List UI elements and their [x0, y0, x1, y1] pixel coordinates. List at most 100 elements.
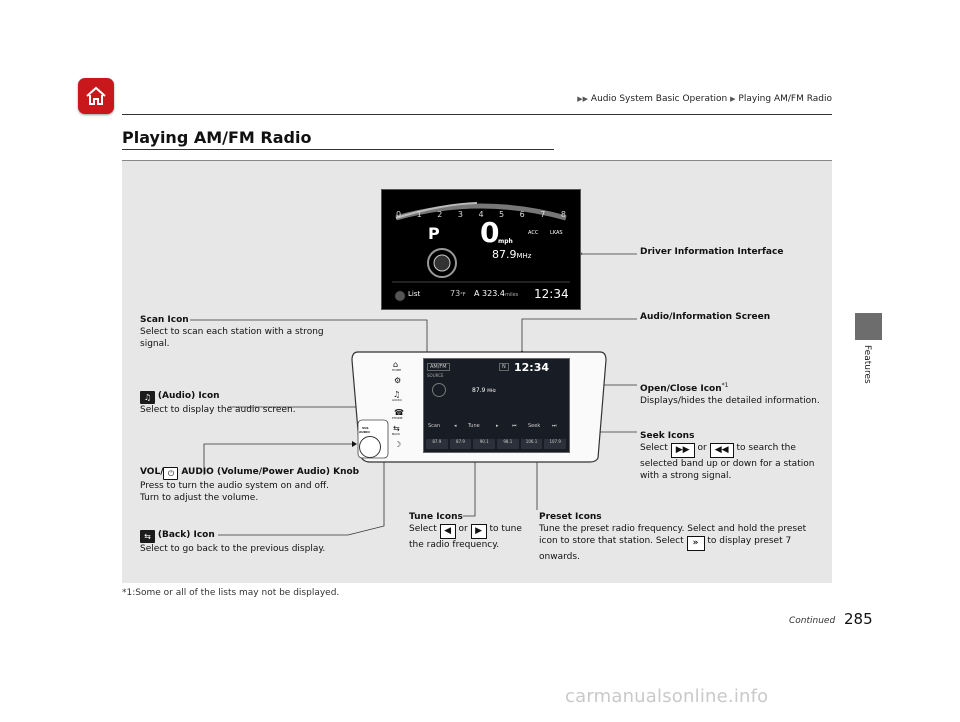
page-number: 285: [844, 610, 873, 628]
frequency-unit: MHz: [516, 252, 532, 260]
tune-label: Tune: [468, 423, 480, 429]
callout-text: Select: [409, 524, 437, 534]
callout-text: to search the selected band up or down f…: [640, 443, 815, 481]
tick-label: 3: [457, 210, 463, 219]
seek-up-icon: ▶▶: [670, 443, 695, 458]
trip-label: A: [474, 289, 480, 298]
radio-frequency: 87.9MHz: [492, 248, 531, 261]
radio-icon: [432, 383, 446, 397]
callout-title: (Audio) Icon: [157, 391, 220, 401]
callout-title: Preset Icons: [539, 512, 602, 522]
audio-label: AUDIO: [392, 398, 402, 402]
back-icon: ⇆: [140, 530, 155, 543]
lkas-indicator: LKAS: [550, 230, 563, 236]
footnote: *1:Some or all of the lists may not be d…: [122, 588, 340, 598]
preset-button[interactable]: 90.1: [473, 439, 496, 449]
seek-label: Seek: [528, 423, 541, 429]
tune-down-button[interactable]: ◂: [454, 423, 457, 429]
preset-button[interactable]: 107.9: [544, 439, 567, 449]
acc-indicator: ACC: [528, 230, 539, 236]
odometer-unit: miles: [504, 292, 519, 298]
seek-icons-callout: Seek Icons Select ▶▶ or ◀◀ to search the…: [640, 430, 825, 482]
open-close-icon-callout: Open/Close Icon*1 Displays/hides the det…: [640, 380, 820, 407]
breadcrumb-item[interactable]: Audio System Basic Operation: [590, 94, 728, 104]
callout-text: Select to go back to the previous displa…: [140, 544, 326, 554]
scan-button[interactable]: Scan: [428, 423, 441, 429]
continued-label: Continued: [789, 616, 836, 626]
tune-down-icon: ◀: [439, 524, 456, 539]
tachometer-scale: 0 1 2 3 4 5 6 7 8: [396, 210, 566, 219]
home-label: HOME: [392, 368, 402, 372]
callout-title: (Back) Icon: [157, 530, 215, 540]
callout-title: Scan Icon: [140, 315, 189, 325]
callout-text: to display preset 7 onwards.: [539, 536, 792, 562]
tune-icons-callout: Tune Icons Select ◀ or ▶ to tune the rad…: [409, 511, 534, 551]
callout-title: Driver Information Interface: [640, 247, 784, 257]
power-icon: ⏻: [163, 467, 179, 480]
home-icon[interactable]: ⌂: [393, 360, 399, 369]
callout-text: Tune the preset radio frequency. Select …: [539, 524, 807, 546]
audio-icon: ♫: [140, 391, 155, 404]
side-tab[interactable]: [855, 313, 882, 340]
frequency-unit: MHz: [487, 388, 496, 393]
preset-button[interactable]: 87.9: [449, 439, 472, 449]
scan-icon-callout: Scan Icon Select to scan each station wi…: [140, 314, 340, 350]
tick-label: 6: [519, 210, 525, 219]
n-indicator: N: [499, 363, 509, 371]
seek-down-icon: ◀◀: [709, 443, 734, 458]
callout-text: or: [458, 524, 468, 534]
preset-button[interactable]: 98.1: [497, 439, 519, 449]
tick-label: 4: [478, 210, 484, 219]
footnote-ref: *1: [721, 382, 729, 389]
day-night-icon[interactable]: ☽: [394, 440, 402, 449]
temp-unit: °F: [460, 292, 466, 298]
list-label: List: [408, 290, 421, 298]
volume-knob-callout: VOL/⏻ AUDIO (Volume/Power Audio) Knob Pr…: [140, 466, 360, 504]
odometer: A 323.4miles: [474, 289, 518, 298]
home-button[interactable]: [78, 78, 114, 114]
vol-audio-label: AUDIO: [359, 430, 370, 434]
preset-button[interactable]: 106.1: [520, 439, 543, 449]
preset-button[interactable]: 87.9: [426, 439, 448, 449]
seek-down-button[interactable]: ⏮: [512, 423, 517, 429]
audio-icon[interactable]: ♫: [393, 390, 401, 399]
next-presets-icon: »: [686, 536, 705, 551]
callout-text: Turn to adjust the volume.: [140, 493, 259, 503]
screen-frequency: 87.9 MHz: [472, 387, 496, 394]
divider: [122, 149, 554, 150]
breadcrumb-arrow-icon: ▶: [730, 95, 736, 103]
tune-up-button[interactable]: ▸: [496, 423, 499, 429]
back-icon[interactable]: ⇆: [393, 424, 400, 433]
seek-up-button[interactable]: ⏭: [552, 423, 557, 429]
callout-title: Tune Icons: [409, 512, 463, 522]
callout-text: or: [697, 443, 707, 453]
control-bar: Scan ◂ Tune ▸ ⏮ Seek ⏭: [426, 421, 566, 431]
cluster-clock: 12:34: [534, 287, 569, 301]
callout-text: Select: [640, 443, 668, 453]
tick-label: 1: [416, 210, 422, 219]
band-button[interactable]: AM/FM: [427, 363, 450, 371]
volume-knob[interactable]: [359, 436, 381, 458]
phone-label: PHONE: [392, 416, 403, 420]
source-button[interactable]: SOURCE: [427, 373, 444, 378]
tick-label: 7: [540, 210, 546, 219]
audio-information-screen: AM/FM N 12:34 SOURCE 87.9 MHz Scan ◂ Tun…: [423, 358, 570, 453]
tick-label: 5: [499, 210, 505, 219]
side-tab-label: Features: [862, 345, 872, 384]
tick-label: 0: [396, 210, 402, 219]
audio-screen-callout: Audio/Information Screen: [640, 311, 770, 323]
speed-readout: 0: [480, 216, 500, 249]
speed-unit: mph: [498, 238, 513, 245]
phone-icon[interactable]: ☎: [394, 408, 404, 417]
callout-text: Press to turn the audio system on and of…: [140, 481, 330, 491]
settings-icon[interactable]: ⚙: [394, 376, 402, 385]
breadcrumb-item[interactable]: Playing AM/FM Radio: [738, 94, 832, 104]
tune-up-icon: ▶: [470, 524, 487, 539]
home-icon: [86, 86, 106, 105]
watermark: carmanualsonline.info: [565, 686, 769, 707]
callout-text: Select to display the audio screen.: [140, 405, 296, 415]
breadcrumb-arrow-icon: ▶▶: [577, 95, 589, 103]
tick-label: 8: [560, 210, 566, 219]
vol-label: VOL: [362, 426, 369, 430]
callout-title: AUDIO (Volume/Power Audio) Knob: [181, 467, 360, 477]
